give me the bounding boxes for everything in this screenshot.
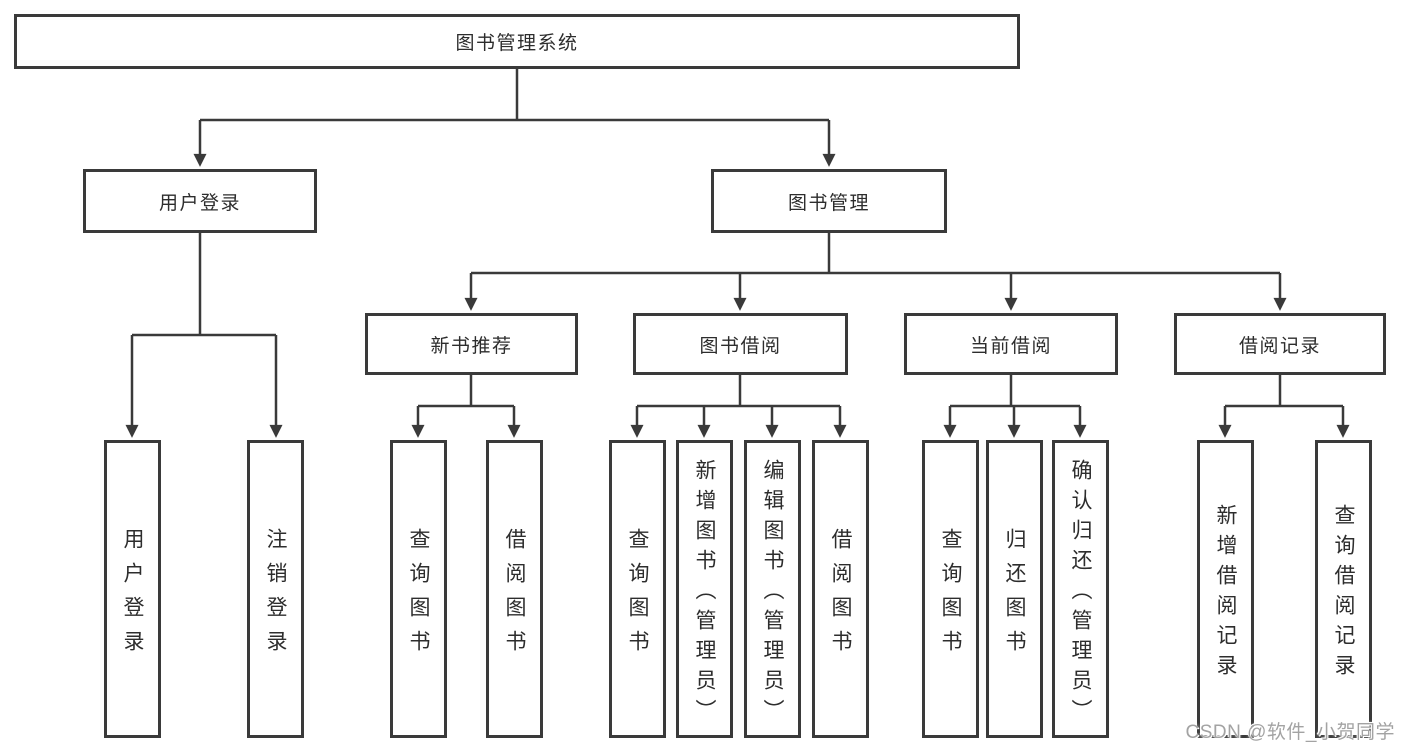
leaf-borrow-books: 借阅图书	[812, 440, 869, 738]
node-borrow-records: 借阅记录	[1174, 313, 1386, 375]
leaf-query-borrow-record: 查询借阅记录	[1315, 440, 1372, 738]
leaf-query-books-borrow: 查询图书	[609, 440, 666, 738]
leaf-query-books-recommend: 查询图书	[390, 440, 447, 738]
node-book-management: 图书管理	[711, 169, 947, 233]
leaf-user-login: 用户登录	[104, 440, 161, 738]
leaf-borrow-books-recommend: 借阅图书	[486, 440, 543, 738]
leaf-query-books-current: 查询图书	[922, 440, 979, 738]
leaf-add-books-admin: 新增图书（管理员）	[676, 440, 733, 738]
leaf-add-borrow-record: 新增借阅记录	[1197, 440, 1254, 738]
node-user-login: 用户登录	[83, 169, 317, 233]
node-book-borrow: 图书借阅	[633, 313, 848, 375]
csdn-watermark: CSDN @软件_小贺同学	[1185, 722, 1395, 743]
leaf-logout: 注销登录	[247, 440, 304, 738]
leaf-return-books: 归还图书	[986, 440, 1043, 738]
node-new-book-recommend: 新书推荐	[365, 313, 578, 375]
node-current-borrow: 当前借阅	[904, 313, 1118, 375]
node-root-system: 图书管理系统	[14, 14, 1020, 69]
leaf-edit-books-admin: 编辑图书（管理员）	[744, 440, 801, 738]
leaf-confirm-return-admin: 确认归还（管理员）	[1052, 440, 1109, 738]
